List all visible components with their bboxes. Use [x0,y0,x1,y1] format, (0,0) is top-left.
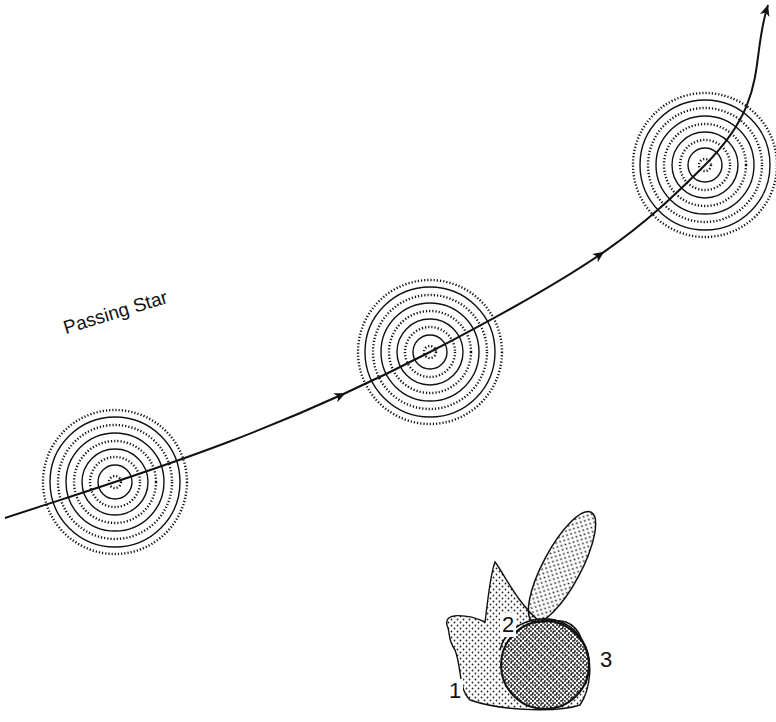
star-rings [43,93,776,554]
nebula-cloud [447,503,608,709]
cloud-outline-1 [447,562,590,710]
arrowhead [592,248,607,262]
arrowhead [760,3,773,17]
trajectory-arrows [333,3,772,402]
callout-number: 3 [598,648,614,672]
star-trajectory [5,5,768,518]
star-label: Passing Star [59,286,172,339]
arrowhead [333,389,347,403]
callout-number: 1 [447,679,463,703]
callout-number: 2 [500,613,516,637]
